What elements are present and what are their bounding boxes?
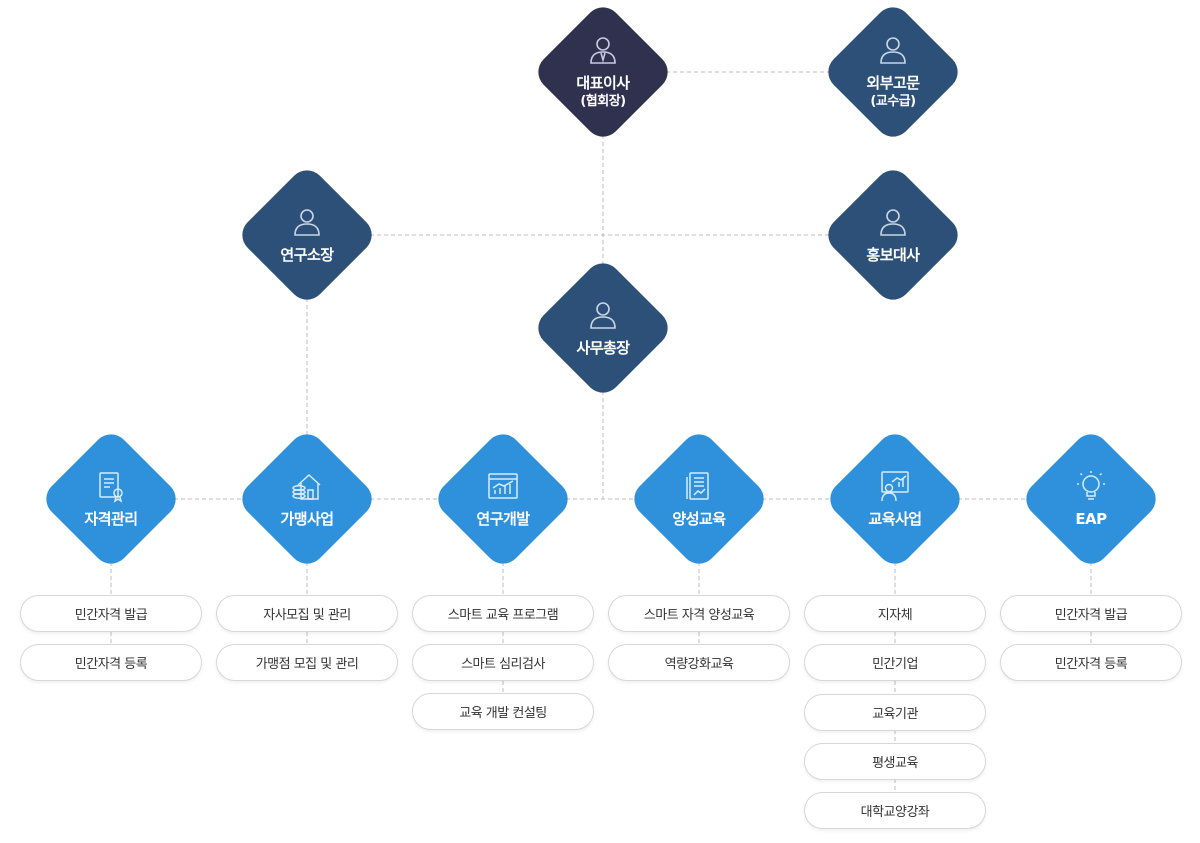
research-director-label: 연구소장 (280, 246, 334, 264)
list-item: 스마트 교육 프로그램 (412, 595, 594, 632)
department-label: 가맹사업 (280, 510, 334, 528)
department-node-research: 연구개발 (430, 426, 576, 572)
ceo-label: 대표이사 (576, 74, 630, 92)
list-item: 스마트 자격 양성교육 (608, 595, 790, 632)
list-item: 교육기관 (804, 694, 986, 731)
advisor-label: 외부고문 (866, 74, 920, 92)
lightbulb-icon (1077, 471, 1105, 500)
person-icon (880, 209, 906, 236)
person-icon (880, 37, 906, 64)
department-node-eap: EAP (1018, 426, 1164, 572)
person-icon (294, 209, 320, 236)
person-tie-icon (590, 37, 616, 64)
certificate-icon (99, 472, 123, 503)
ceo-node: 대표이사 (협회장) (530, 0, 676, 145)
list-item: 교육 개발 컨설팅 (412, 693, 594, 730)
department-node-certification: 자격관리 (38, 426, 184, 572)
list-item: 가맹점 모집 및 관리 (216, 644, 398, 681)
document-chart-icon (686, 472, 709, 500)
presenter-board-icon (881, 471, 909, 502)
ambassador-label: 홍보대사 (866, 246, 920, 264)
department-node-training: 양성교육 (626, 426, 772, 572)
department-label: EAP (1075, 510, 1107, 528)
secretary-general-node: 사무총장 (530, 255, 676, 401)
chart-window-icon (488, 473, 518, 499)
list-item: 지자체 (804, 595, 986, 632)
person-icon (590, 302, 616, 329)
secretary-general-label: 사무총장 (576, 339, 630, 357)
department-label: 자격관리 (84, 510, 138, 528)
list-item: 역량강화교육 (608, 644, 790, 681)
list-item: 민간자격 등록 (1000, 644, 1182, 681)
ambassador-node: 홍보대사 (820, 162, 966, 308)
house-coins-icon (292, 473, 321, 500)
research-director-node: 연구소장 (234, 162, 380, 308)
department-node-franchise: 가맹사업 (234, 426, 380, 572)
list-item: 대학교양강좌 (804, 792, 986, 829)
list-item: 민간자격 발급 (20, 595, 202, 632)
ceo-sublabel: (협회장) (580, 94, 626, 109)
advisor-node: 외부고문 (교수급) (820, 0, 966, 145)
list-item: 민간기업 (804, 644, 986, 681)
list-item: 민간자격 발급 (1000, 595, 1182, 632)
list-item: 스마트 심리검사 (412, 644, 594, 681)
department-label: 교육사업 (868, 510, 922, 528)
list-item: 민간자격 등록 (20, 644, 202, 681)
list-item: 자사모집 및 관리 (216, 595, 398, 632)
department-node-education: 교육사업 (822, 426, 968, 572)
advisor-sublabel: (교수급) (870, 94, 916, 109)
list-item: 평생교육 (804, 743, 986, 780)
department-label: 연구개발 (476, 510, 530, 528)
department-label: 양성교육 (672, 510, 726, 528)
